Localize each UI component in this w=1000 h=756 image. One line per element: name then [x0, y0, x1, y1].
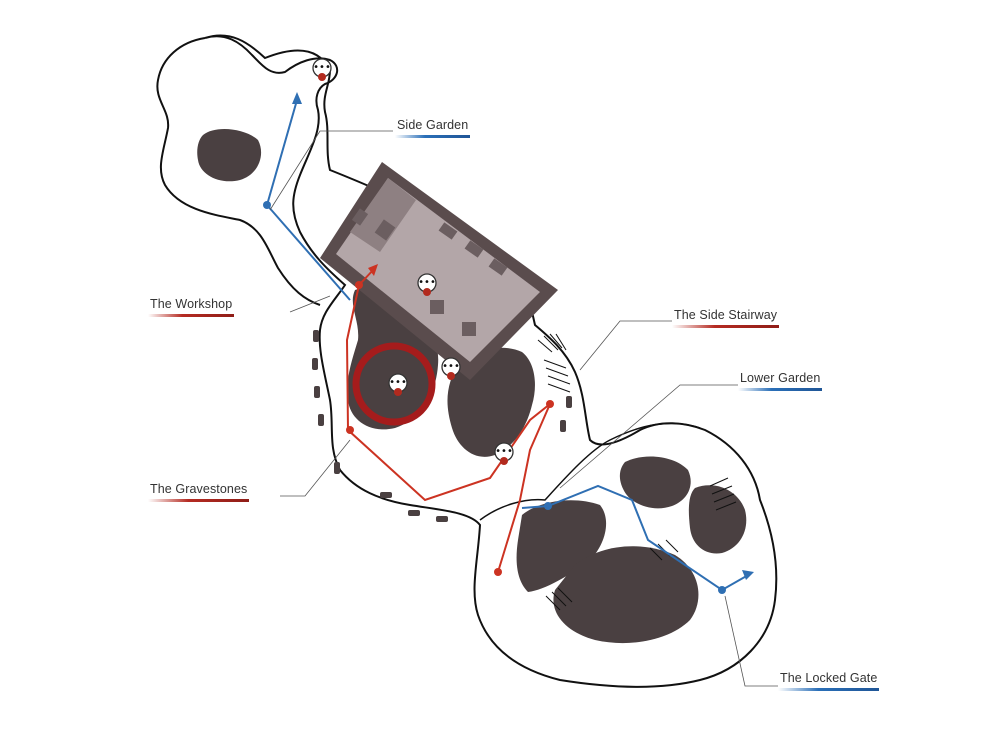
speech-bubble-npc-icon[interactable]: ••• [494, 442, 514, 465]
label-workshop-text: The Workshop [150, 297, 233, 311]
workshop-building [320, 162, 558, 380]
speech-bubble-npc-icon[interactable]: ••• [388, 373, 408, 396]
label-gravestones-bar [148, 499, 250, 502]
blue-route-markers [263, 92, 754, 594]
svg-text:•••: ••• [313, 62, 331, 73]
highlight-ring-icon [352, 342, 436, 426]
label-gravestones-text: The Gravestones [150, 482, 248, 496]
label-side-garden-text: Side Garden [397, 118, 469, 132]
label-side-stairway-bar [672, 325, 780, 328]
label-side-stairway-text: The Side Stairway [674, 308, 778, 322]
fence-posts [312, 330, 572, 522]
label-workshop: The Workshop [148, 297, 235, 317]
speech-bubble-npc-icon[interactable]: ••• [312, 58, 332, 81]
label-side-garden: Side Garden [395, 118, 471, 138]
label-locked-gate: The Locked Gate [778, 671, 880, 691]
label-side-stairway: The Side Stairway [672, 308, 780, 328]
rocks [197, 128, 747, 644]
svg-text:•••: ••• [495, 446, 513, 457]
svg-text:•••: ••• [442, 361, 460, 372]
leader-lines [269, 130, 778, 687]
svg-text:•••: ••• [389, 377, 407, 388]
label-lower-garden-bar [738, 388, 823, 391]
speech-bubble-npc-icon[interactable]: ••• [417, 273, 437, 296]
svg-text:•••: ••• [418, 277, 436, 288]
red-route-markers [346, 264, 554, 576]
label-lower-garden: Lower Garden [738, 371, 823, 391]
label-side-garden-bar [395, 135, 471, 138]
label-gravestones: The Gravestones [148, 482, 250, 502]
label-locked-gate-bar [778, 688, 880, 691]
label-workshop-bar [148, 314, 235, 317]
label-locked-gate-text: The Locked Gate [780, 671, 878, 685]
speech-bubble-npc-icon[interactable]: ••• [441, 357, 461, 380]
label-lower-garden-text: Lower Garden [740, 371, 821, 385]
